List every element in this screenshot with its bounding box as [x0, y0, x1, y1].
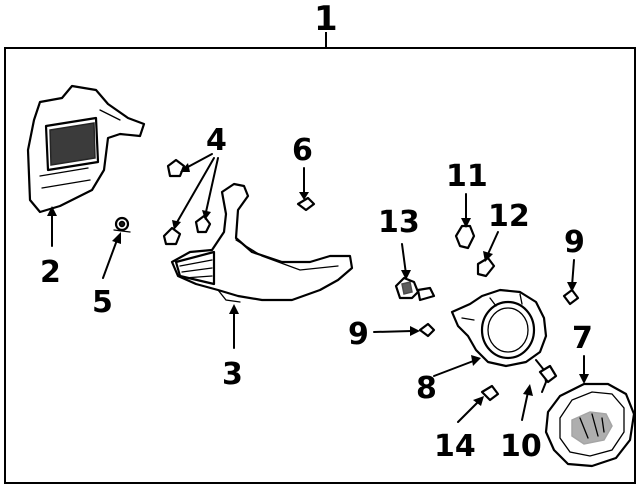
- callout-7-label: 7: [572, 321, 593, 356]
- callout-12-label: 12: [488, 199, 530, 234]
- part-11-socket: [454, 224, 476, 250]
- callout-10-leader: [521, 391, 529, 421]
- callout-14-leader: [457, 401, 479, 423]
- callout-8-leader: [433, 359, 477, 377]
- callout-5-leader: [102, 239, 118, 279]
- part-3-air-dam: [170, 182, 354, 303]
- part-14-clip: [480, 384, 500, 402]
- callout-2-arrow: [47, 206, 57, 216]
- callout-13-arrow: [401, 270, 411, 280]
- part-4-retainers: [162, 158, 212, 246]
- callout-3-arrow: [229, 304, 239, 314]
- callout-9b-arrow: [567, 282, 577, 292]
- callout-8-label: 8: [416, 371, 437, 406]
- callout-9a-arrow: [410, 326, 420, 336]
- callout-4-leader-c: [205, 157, 219, 213]
- callout-9b-leader: [571, 259, 575, 287]
- callout-10-label: 10: [500, 429, 542, 464]
- part-10-harness: [535, 359, 558, 393]
- callout-13-leader: [401, 243, 407, 275]
- part-6-clip: [296, 196, 316, 212]
- callout-11-label: 11: [446, 159, 488, 194]
- callout-5-label: 5: [92, 285, 113, 320]
- part-8-housing: [450, 288, 548, 368]
- callout-4-label: 4: [206, 123, 227, 158]
- callout-6-label: 6: [292, 133, 313, 168]
- callout-8-arrow: [471, 355, 481, 366]
- callout-10-arrow: [523, 384, 533, 396]
- callout-7-arrow: [579, 374, 589, 384]
- callout-14-label: 14: [434, 429, 476, 464]
- diagram-frame: [4, 47, 636, 484]
- callout-2-label: 2: [40, 255, 61, 290]
- callout-9a-label: 9: [348, 317, 369, 352]
- callout-6-arrow: [299, 192, 309, 200]
- callout-13-label: 13: [378, 205, 420, 240]
- part-5-grommet: [113, 216, 131, 233]
- part-13-bulb: [394, 276, 436, 302]
- callout-1-label: 1: [314, 0, 338, 39]
- callout-4-arrow-b: [172, 220, 181, 230]
- callout-11-arrow: [461, 218, 471, 228]
- callout-14-arrow: [473, 396, 484, 406]
- callout-9a-leader: [373, 330, 413, 333]
- callout-12-leader: [487, 231, 499, 255]
- part-2-deflector: [26, 84, 146, 214]
- callout-9b-label: 9: [564, 225, 585, 260]
- part-9-screw-b: [562, 288, 580, 306]
- callout-12-arrow: [483, 251, 493, 262]
- callout-4-leader-b: [175, 157, 215, 225]
- callout-4-leader-a: [185, 153, 213, 169]
- part-7-lens: [544, 382, 636, 468]
- callout-4-arrow-c: [202, 210, 211, 220]
- callout-4-arrow-a: [180, 163, 190, 172]
- callout-3-label: 3: [222, 357, 243, 392]
- callout-5-arrow: [112, 232, 121, 244]
- part-9-screw-a: [418, 322, 436, 338]
